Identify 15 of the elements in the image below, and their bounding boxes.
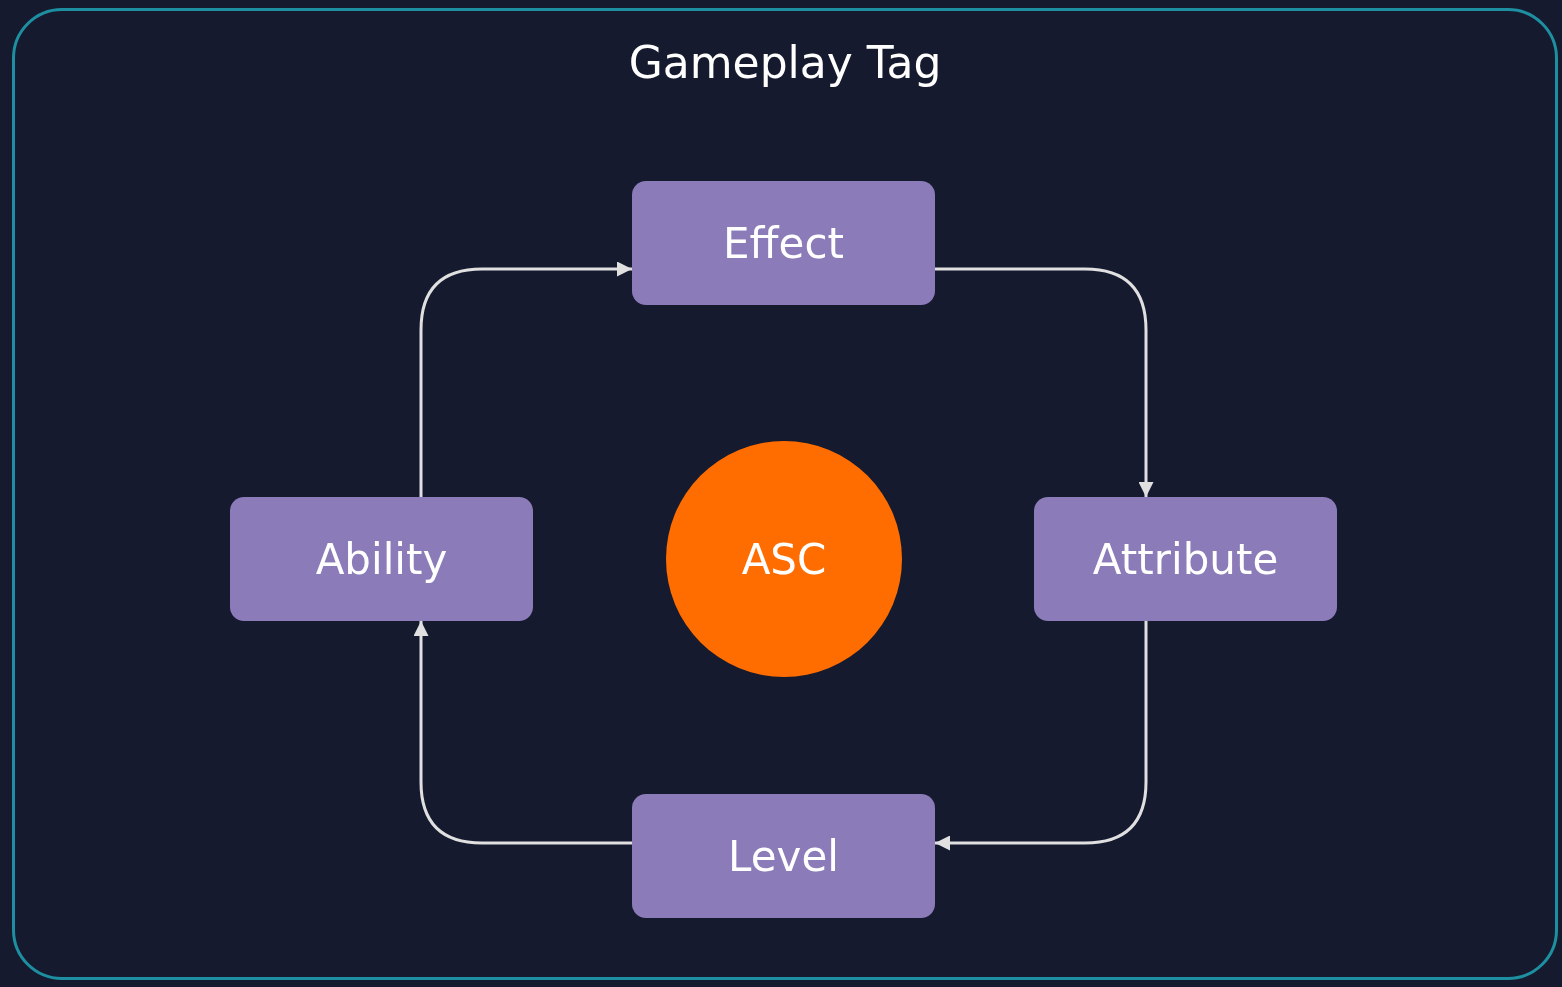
arrow <box>935 267 1154 497</box>
node-label: Ability <box>315 534 448 584</box>
node-label: Level <box>728 831 839 881</box>
arrow <box>419 261 632 497</box>
group-frame <box>12 8 1558 980</box>
process-box <box>632 794 935 918</box>
node-label: Effect <box>723 218 844 268</box>
group-title: Gameplay Tag <box>628 37 942 88</box>
process-box <box>230 497 533 621</box>
process-box <box>1034 497 1337 621</box>
process-box <box>632 181 935 305</box>
node-label: ASC <box>741 534 827 584</box>
node-label: Attribute <box>1092 534 1279 584</box>
arrow <box>413 621 632 845</box>
arrow <box>935 621 1148 851</box>
